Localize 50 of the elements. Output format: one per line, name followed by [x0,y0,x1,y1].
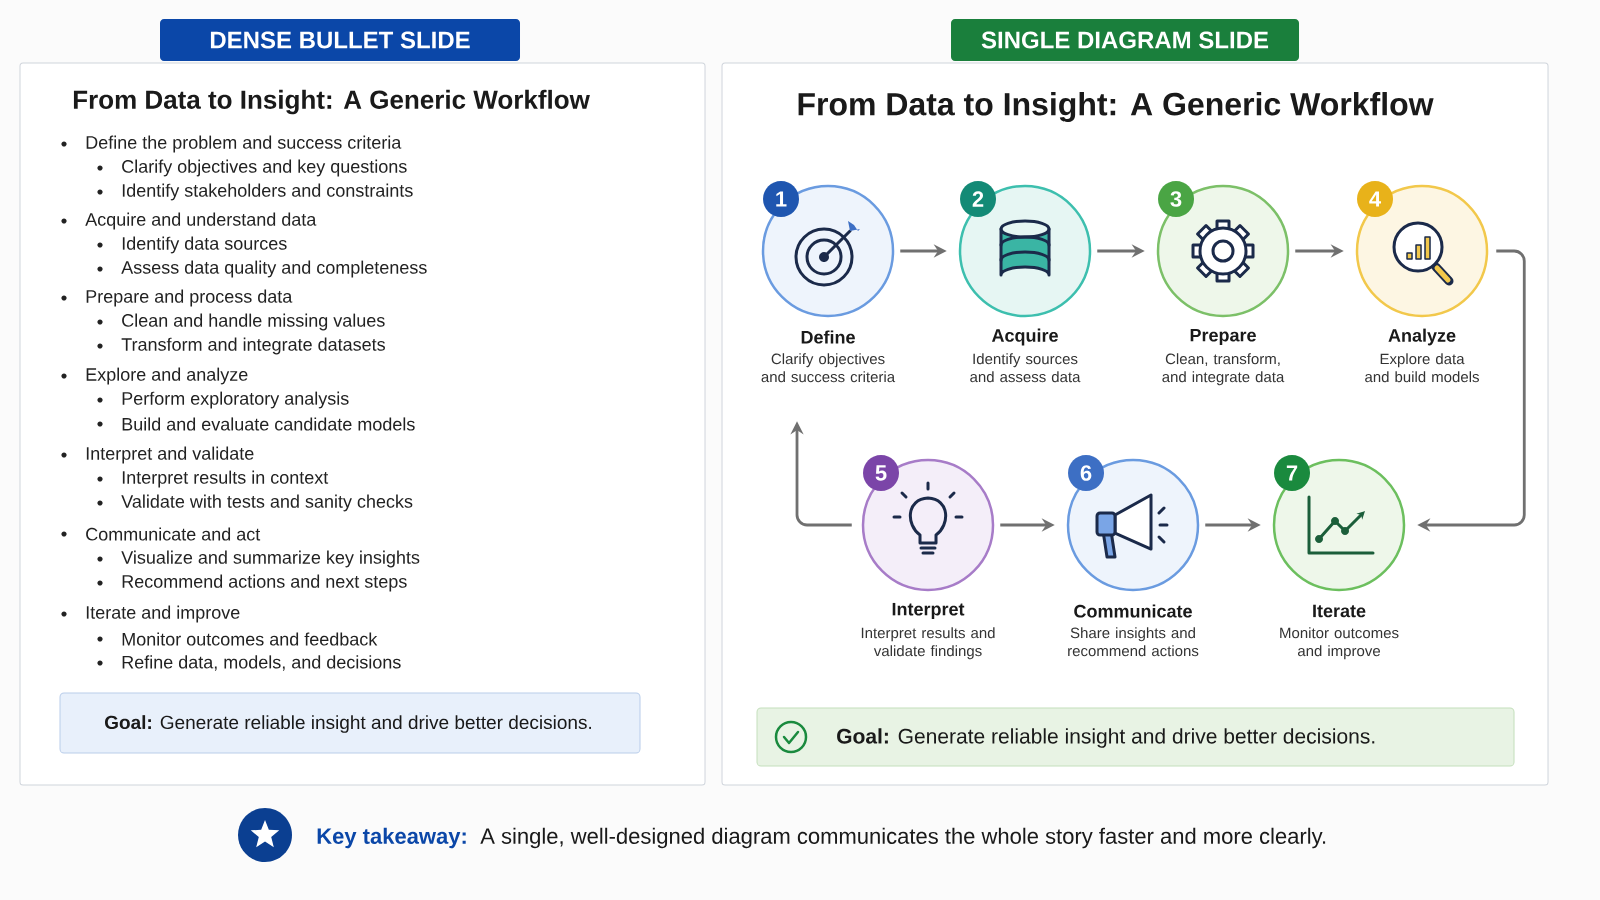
bullet-item: Clarify objectives and key questions [97,159,407,177]
step-description: Identify sources and assess data [970,353,1081,383]
step-title: Prepare [1190,328,1256,346]
step-title: Analyze [1388,328,1456,346]
bullet-item: Interpret results in context [97,470,329,488]
bullet-item: Define the problem and success criteria [61,135,402,153]
bullet-item: Recommend actions and next steps [97,574,407,592]
step-description: Clarify objectives and success criteria [761,353,896,383]
step-number: 4 [1357,181,1393,217]
takeaway-text: A single, well-designed diagram communicates the whole story faster and more clearly. [480,827,1326,849]
bullet-item: Perform exploratory analysis [97,391,349,409]
bullet-item: Build and evaluate candidate models [97,417,415,431]
goal-box: Goal: Generate reliable insight and drive better decisions. [756,707,1515,767]
step-number: 6 [1068,455,1104,491]
step-number: 1 [763,181,799,217]
bullet-item: Clean and handle missing values [97,313,385,331]
step-description: Clean, transform, and integrate data [1162,353,1285,386]
takeaway-label: Key takeaway: [317,827,466,849]
bullet-item: Refine data, models, and decisions [97,655,401,671]
header-badge: SINGLE DIAGRAM SLIDE [951,19,1299,61]
step-description: Monitor outcomes and improve [1280,627,1399,660]
step-description: Share insights and recommend actions [1068,627,1199,657]
bullet-item: Acquire and understand data [61,212,317,230]
bullet-item: Validate with tests and sanity checks [97,494,413,512]
slide-title: From Data to Insight: A Generic Workflow [798,92,1434,122]
goal-box: Goal: Generate reliable insight and drive better decisions. [59,692,641,754]
bullet-item: Identify stakeholders and constraints [97,183,413,201]
step-title: Communicate [1074,604,1192,618]
step-number: 5 [863,455,899,491]
step-number: 2 [960,181,996,217]
bullet-item: Communicate and act [61,527,261,541]
bullet-item: Explore and analyze [61,367,248,385]
bullet-item: Visualize and summarize key insights [97,550,420,568]
step-title: Acquire [991,328,1058,346]
step-number: 7 [1274,455,1310,491]
bullet-item: Prepare and process data [61,289,293,307]
header-badge: DENSE BULLET SLIDE [160,19,520,61]
bullet-item: Interpret and validate [61,446,254,464]
bullet-item: Iterate and improve [61,605,240,623]
step-description: Interpret results and validate findings [861,627,995,660]
step-title: Iterate [1313,604,1366,618]
bullet-item: Transform and integrate datasets [97,337,385,355]
step-number: 3 [1158,181,1194,217]
bullet-item: Identify data sources [97,236,287,254]
step-title: Interpret [892,602,965,620]
step-description: Explore data and build models [1365,353,1479,383]
slide-title: From Data to Insight: A Generic Workflow [73,89,590,115]
bullet-item: Assess data quality and completeness [97,260,427,278]
bullet-item: Monitor outcomes and feedback [97,632,378,646]
step-title: Define [801,330,855,344]
